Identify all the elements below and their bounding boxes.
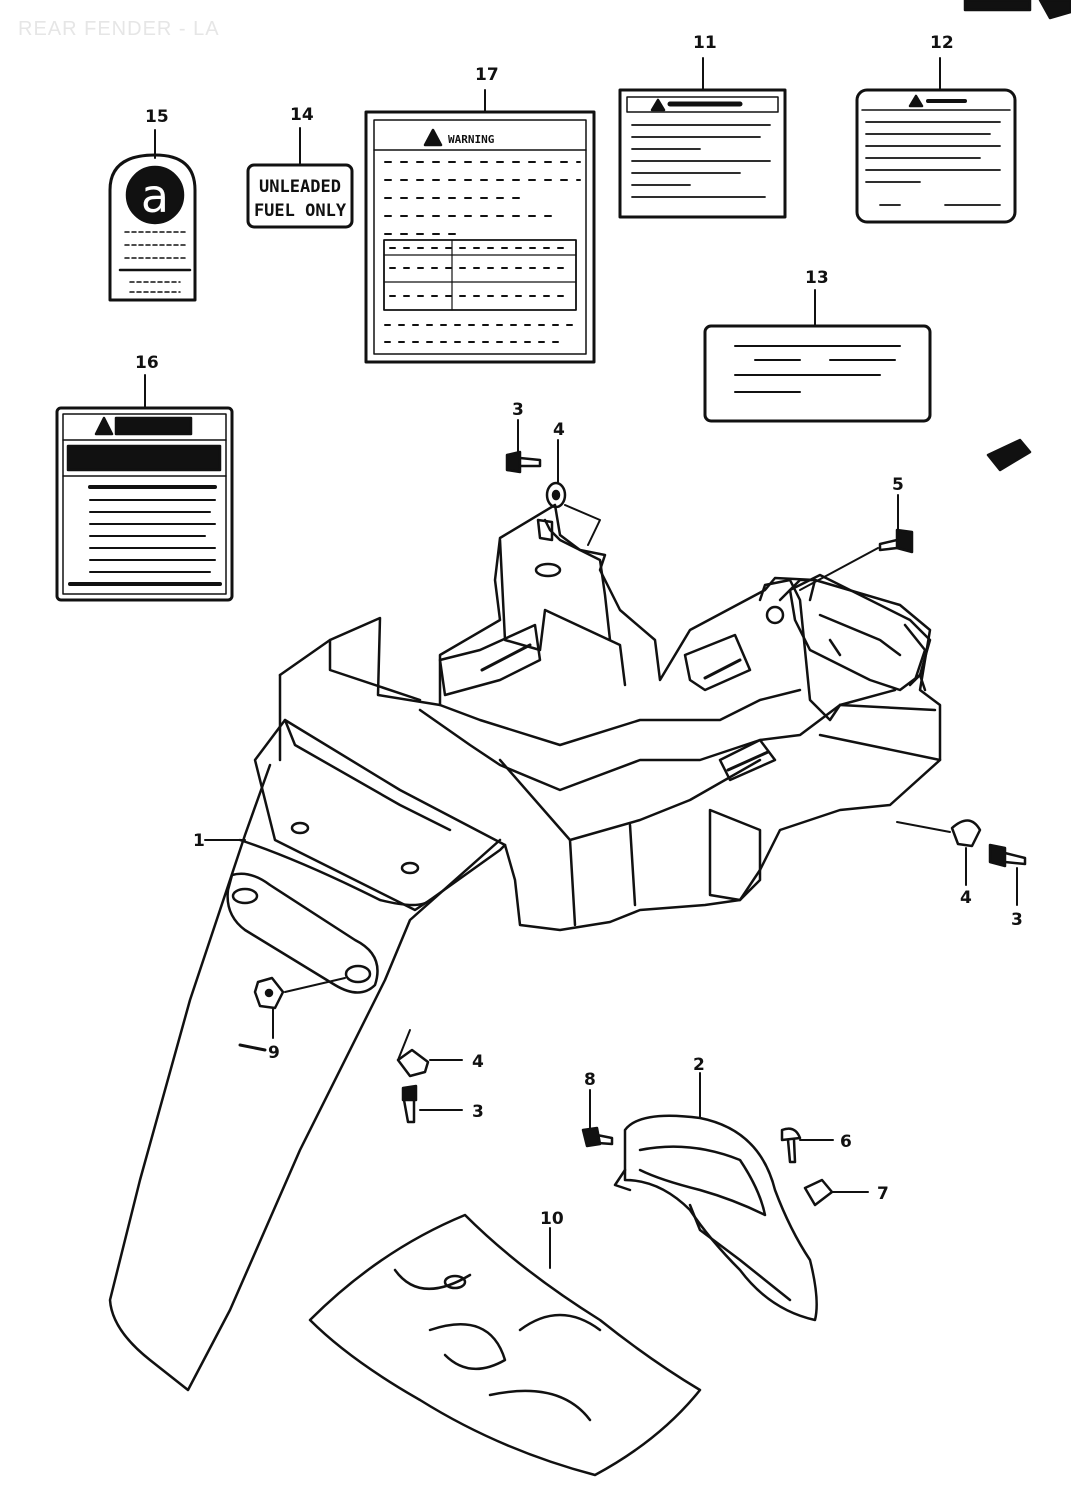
- label-warning-16: [55, 406, 234, 602]
- diagram-title: REAR FENDER - LA: [18, 18, 220, 40]
- a-mark: a: [141, 169, 169, 223]
- callout-8: 8: [584, 1070, 596, 1090]
- callout-12: 12: [930, 33, 954, 53]
- label-warning-11: [618, 88, 787, 219]
- label-unleaded-fuel: UNLEADED FUEL ONLY: [246, 163, 354, 229]
- rear-fender: [108, 503, 942, 1392]
- callout-16: 16: [135, 353, 159, 373]
- label-warning-12: [855, 88, 1017, 224]
- callout-numbers: 1 2 3 3 3 4 4 4 5 6 7 8 9 10 11 12 13 14…: [135, 33, 1023, 1229]
- label-warning-table: WARNING: [364, 110, 596, 364]
- splash-guard: [308, 1213, 702, 1477]
- label-13: [703, 324, 932, 423]
- callout-3-lower: 3: [472, 1102, 484, 1122]
- hardware: [238, 450, 1027, 1207]
- callout-2: 2: [693, 1055, 705, 1075]
- corner-mark-2: [1038, 0, 1071, 20]
- callout-4-lower: 4: [472, 1052, 484, 1072]
- inner-mudguard: [613, 1114, 818, 1322]
- callout-3-top: 3: [512, 400, 524, 420]
- leader-lines: [144, 57, 1018, 1269]
- label-a-tag: a: [108, 153, 197, 302]
- unleaded-text-1: UNLEADED: [259, 177, 341, 197]
- callout-10: 10: [540, 1209, 564, 1229]
- callout-6: 6: [840, 1132, 852, 1152]
- callout-4-right: 4: [960, 888, 972, 908]
- callout-4-top: 4: [553, 420, 565, 440]
- callout-11: 11: [693, 33, 717, 53]
- front-arrow-icon: [986, 438, 1032, 472]
- callout-9: 9: [268, 1043, 280, 1063]
- warning-heading: WARNING: [448, 133, 495, 146]
- callout-1: 1: [193, 831, 205, 851]
- callout-13: 13: [805, 268, 829, 288]
- callout-7: 7: [877, 1184, 889, 1204]
- callout-15: 15: [145, 107, 169, 127]
- callout-5: 5: [892, 475, 904, 495]
- unleaded-text-2: FUEL ONLY: [254, 201, 347, 221]
- callout-14: 14: [290, 105, 314, 125]
- callout-3-right: 3: [1011, 910, 1023, 930]
- callout-17: 17: [475, 65, 499, 85]
- corner-mark: [963, 0, 1032, 12]
